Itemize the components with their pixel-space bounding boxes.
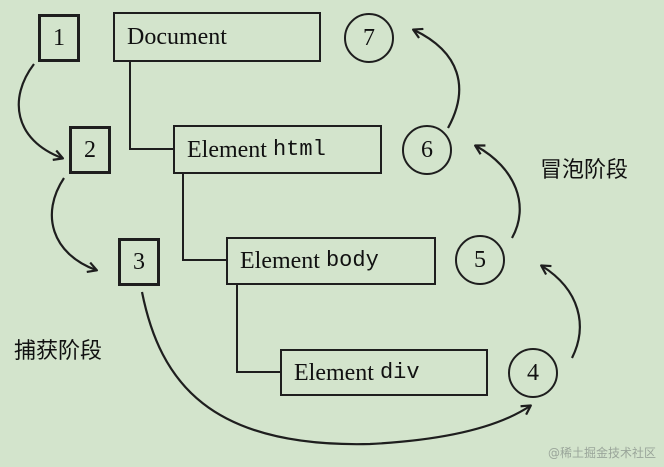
bubble-step-4: 4 — [508, 348, 558, 398]
bubble-step-7: 7 — [344, 13, 394, 63]
bubble-step-5: 5 — [455, 235, 505, 285]
capture-phase-label: 捕获阶段 — [14, 339, 103, 364]
document-node: Document — [113, 12, 321, 62]
tree-link-document-html — [129, 62, 175, 150]
bubble-step-6-number: 6 — [421, 136, 433, 163]
body-node-tag: body — [325, 248, 379, 273]
watermark: @稀土掘金技术社区 — [547, 446, 656, 460]
body-element-node: Element body — [226, 237, 436, 285]
capture-step-3-number: 3 — [133, 249, 145, 275]
capture-arrow-2-3 — [50, 177, 99, 274]
capture-arrow-3-4 — [140, 291, 532, 446]
html-node-tag: html — [272, 136, 326, 162]
bubble-arrow-4-5 — [540, 264, 581, 359]
document-node-label: Document — [127, 24, 227, 50]
html-node-label: Element — [187, 136, 273, 163]
capture-step-1-number: 1 — [53, 25, 65, 51]
html-element-node: Element html — [173, 125, 382, 174]
bubble-arrow-5-6 — [474, 144, 521, 239]
tree-link-body-div — [236, 285, 282, 373]
div-element-node: Element div — [280, 349, 488, 396]
capture-step-1: 1 — [38, 14, 80, 62]
bubble-phase-label: 冒泡阶段 — [540, 158, 629, 183]
body-node-label: Element — [240, 248, 326, 274]
bubble-step-4-number: 4 — [527, 359, 539, 386]
div-node-tag: div — [379, 359, 420, 385]
bubble-step-5-number: 5 — [474, 246, 486, 273]
capture-step-3: 3 — [118, 238, 160, 286]
tree-link-html-body — [182, 174, 228, 261]
capture-arrow-1-2 — [17, 63, 65, 161]
div-node-label: Element — [294, 359, 380, 386]
bubble-step-7-number: 7 — [363, 24, 375, 51]
bubble-arrow-6-7 — [411, 27, 461, 129]
capture-step-2-number: 2 — [84, 137, 96, 163]
capture-step-2: 2 — [69, 126, 111, 174]
bubble-step-6: 6 — [402, 125, 452, 175]
